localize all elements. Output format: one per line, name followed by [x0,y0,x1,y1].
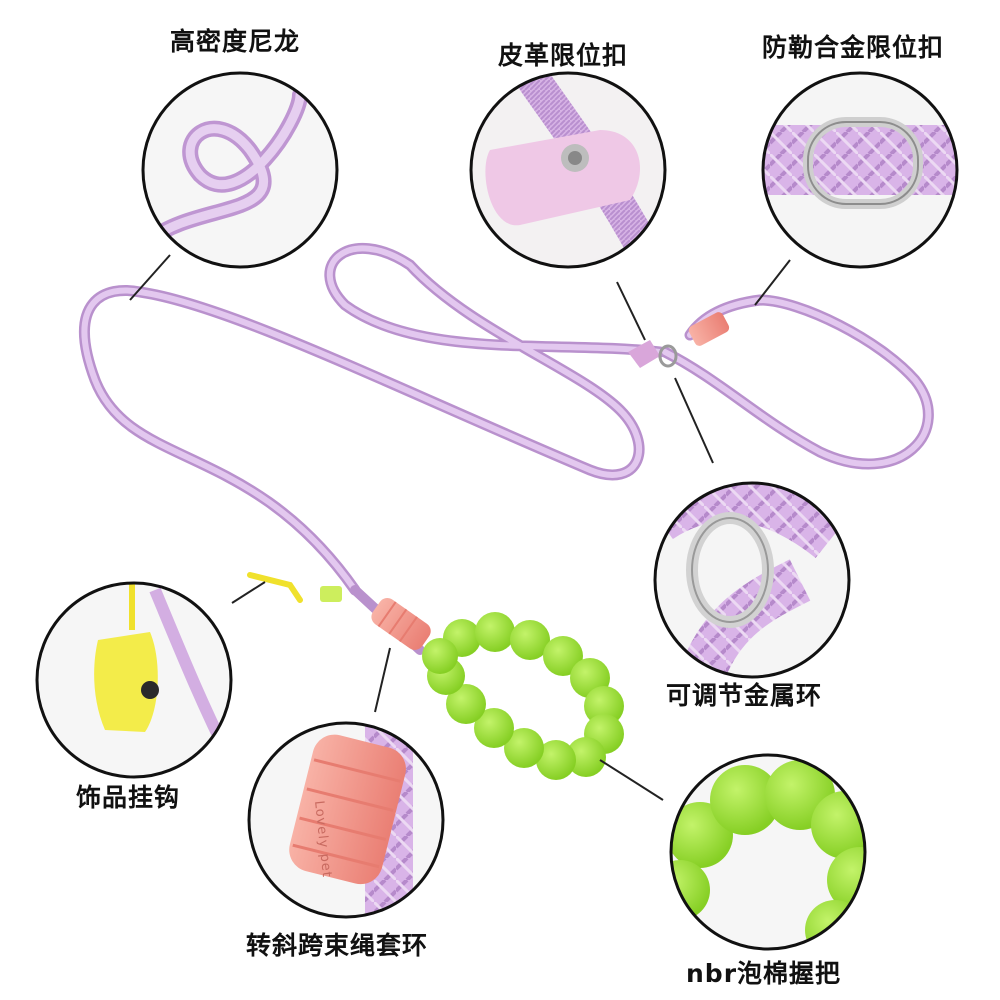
detail-alloy [761,71,959,269]
main-leash [78,242,934,780]
detail-leather [469,71,667,269]
detail-hook [35,581,233,779]
leader-lines [129,254,791,801]
label-alloy-stopper: 防勒合金限位扣 [762,33,945,62]
label-sleeve: 转斜跨束绳套环 [246,931,429,960]
detail-grip [669,753,867,951]
detail-nylon [141,71,339,269]
label-nylon: 高密度尼龙 [170,27,301,56]
label-leather-stopper: 皮革限位扣 [498,41,629,70]
detail-ring [653,481,851,679]
label-hook: 饰品挂钩 [76,783,181,812]
label-metal-ring: 可调节金属环 [666,681,823,710]
green-grip [422,612,624,780]
detail-sleeve [247,721,445,919]
label-grip: nbr泡棉握把 [686,959,842,988]
